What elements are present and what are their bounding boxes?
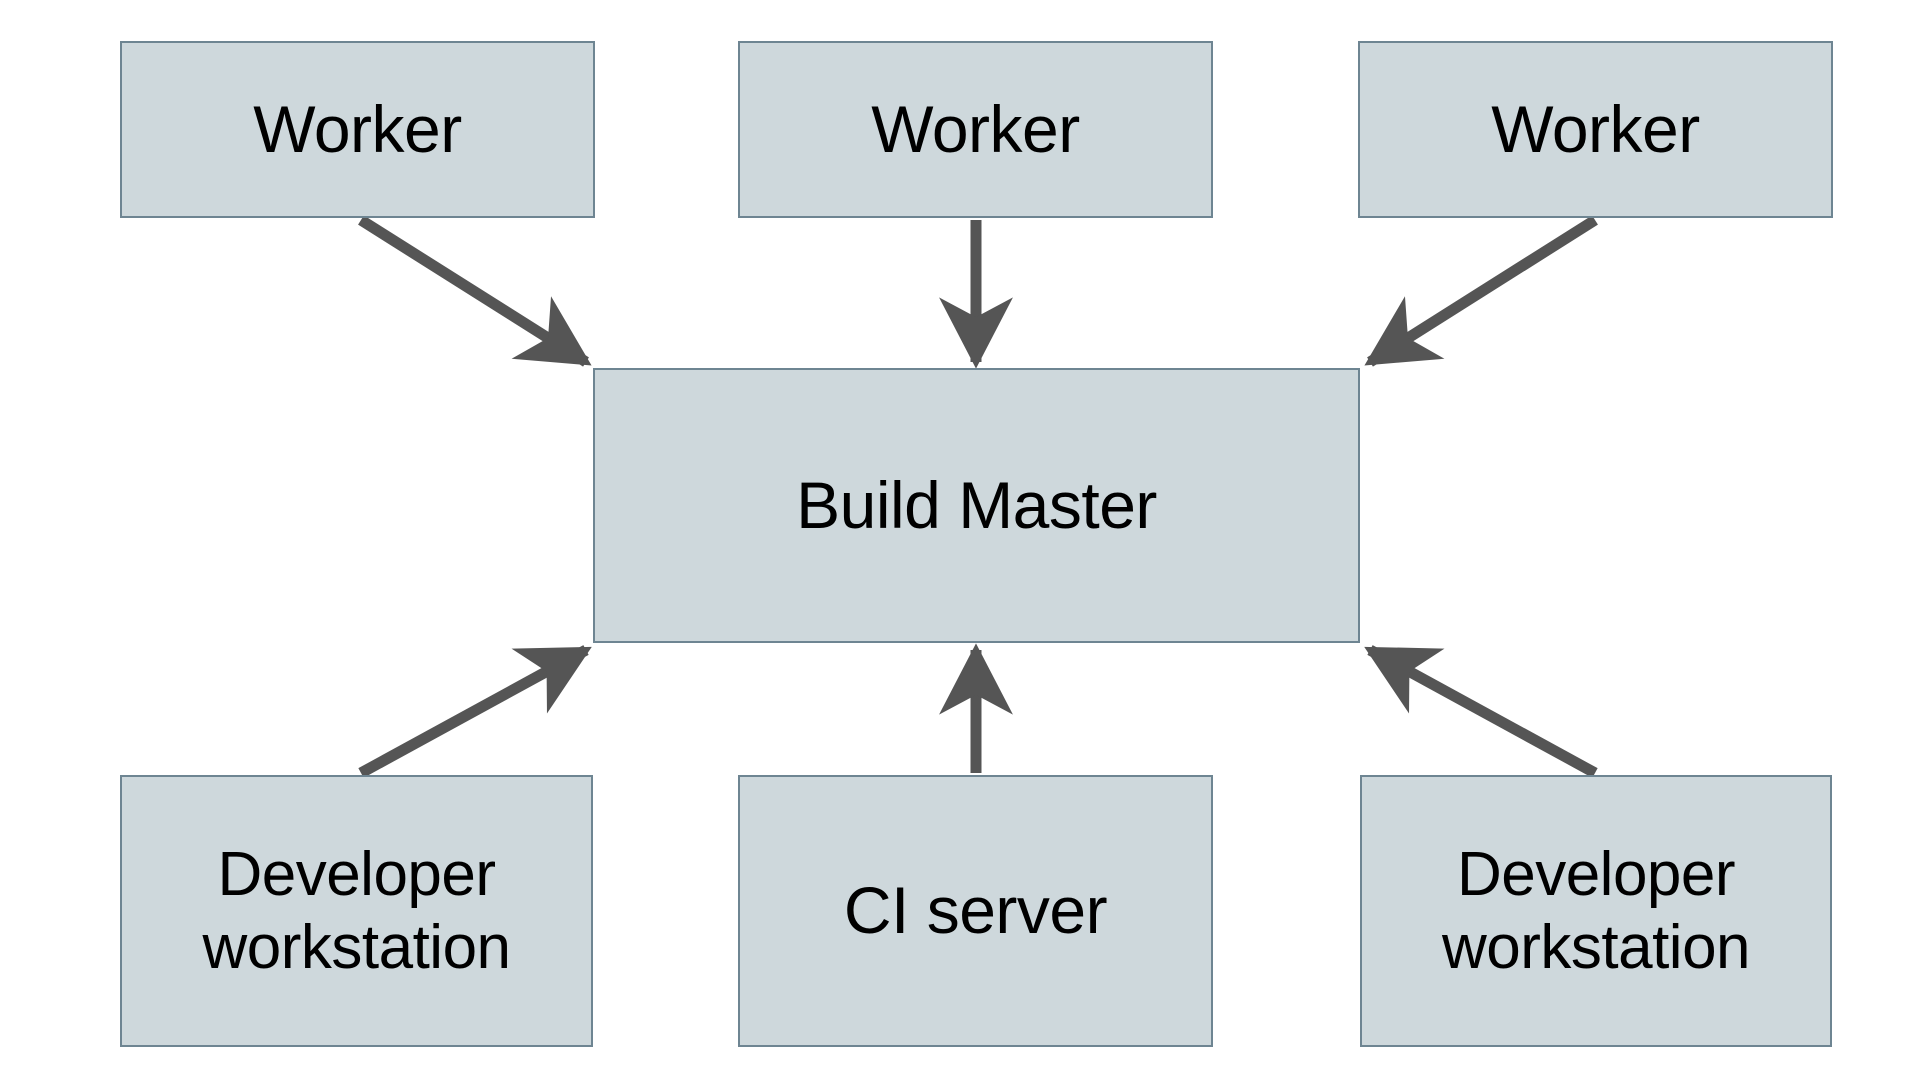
node-build-master[interactable]: Build Master <box>593 368 1360 643</box>
node-dev-workstation-left-label: Developer workstation <box>202 839 511 982</box>
node-worker-1-label: Worker <box>253 91 462 166</box>
edge-worker-1-to-build-master <box>358 215 592 367</box>
edge-worker-3-to-build-master <box>1364 215 1598 367</box>
node-ci-server[interactable]: CI server <box>738 775 1213 1047</box>
node-worker-2[interactable]: Worker <box>738 41 1213 218</box>
node-worker-3[interactable]: Worker <box>1358 41 1833 218</box>
node-dev-workstation-right[interactable]: Developer workstation <box>1360 775 1832 1047</box>
edge-dev-workstation-right-to-build-master <box>1364 645 1598 778</box>
node-worker-2-label: Worker <box>871 91 1080 166</box>
node-dev-workstation-right-label: Developer workstation <box>1441 839 1751 982</box>
node-ci-server-label: CI server <box>843 873 1108 948</box>
node-worker-3-label: Worker <box>1491 91 1700 166</box>
node-worker-1[interactable]: Worker <box>120 41 595 218</box>
node-dev-workstation-left[interactable]: Developer workstation <box>120 775 593 1047</box>
edge-dev-workstation-left-to-build-master <box>358 645 592 778</box>
node-build-master-label: Build Master <box>796 467 1157 542</box>
